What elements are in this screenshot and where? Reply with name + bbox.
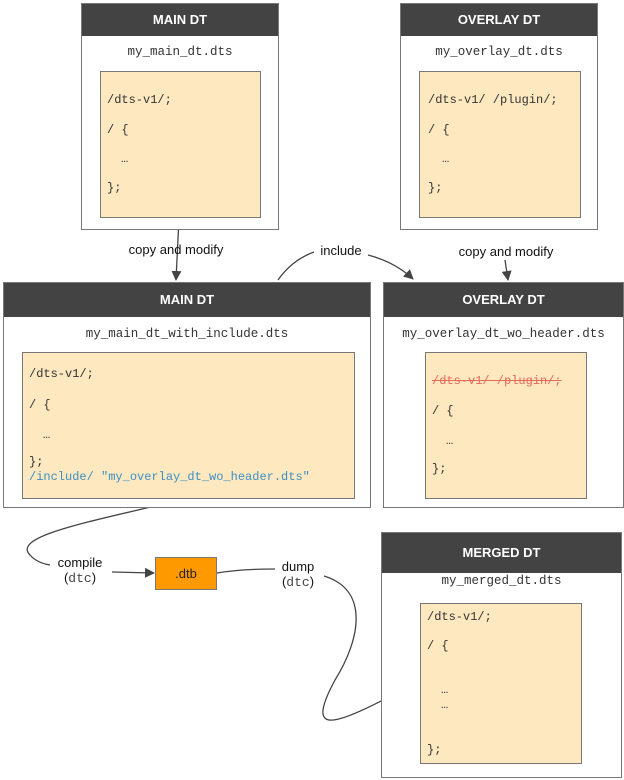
code-line: }; xyxy=(432,462,447,476)
code-line: / { xyxy=(432,404,454,418)
compile-tool-label: (dtc) xyxy=(63,570,97,586)
include-arrow-right xyxy=(367,254,414,280)
tool-name: dtc xyxy=(68,571,92,586)
code-line: … xyxy=(43,428,51,442)
code-line: / { xyxy=(428,123,450,137)
box-title: MAIN DT xyxy=(82,4,278,36)
filename: my_main_dt.dts xyxy=(127,45,233,59)
include-label: include xyxy=(320,243,362,258)
code-line: … xyxy=(441,698,449,712)
compile-arrow xyxy=(111,567,155,578)
code-block: /dts-v1/ /plugin/; / { … }; xyxy=(419,71,581,218)
box-title: MAIN DT xyxy=(4,283,370,317)
code-line: /dts-v1/; xyxy=(427,610,492,624)
code-line: … xyxy=(446,434,454,448)
compile-curve xyxy=(26,497,189,566)
main-dt-box: MAIN DT my_main_dt.dts /dts-v1/; / { … }… xyxy=(81,3,279,230)
box-title: OVERLAY DT xyxy=(401,4,597,36)
code-line: }; xyxy=(29,455,44,469)
compile-label: compile xyxy=(57,555,103,570)
box-title: MERGED DT xyxy=(382,533,621,573)
code-line: … xyxy=(442,152,450,166)
code-line: … xyxy=(121,152,129,166)
include-directive: /include/ "my_overlay_dt_wo_header.dts" xyxy=(29,470,310,484)
code-block: /dts-v1/; / { … }; xyxy=(100,71,261,218)
dump-label: dump xyxy=(281,559,315,574)
merged-dt-box: MERGED DT my_merged_dt.dts /dts-v1/; / {… xyxy=(381,532,622,778)
code-line: }; xyxy=(107,181,122,195)
code-line: … xyxy=(441,683,449,697)
copy-modify-label: copy and modify xyxy=(458,244,554,259)
box-title: OVERLAY DT xyxy=(384,283,623,317)
overlay-dt-box: OVERLAY DT my_overlay_dt.dts /dts-v1/ /p… xyxy=(400,3,598,230)
dump-tool-label: (dtc) xyxy=(281,574,315,590)
code-block: /dts-v1/ /plugin/; / { … }; xyxy=(425,352,587,499)
code-block: /dts-v1/; / { … … }; xyxy=(420,603,582,764)
overlay-dt-wo-header-box: OVERLAY DT my_overlay_dt_wo_header.dts /… xyxy=(383,282,624,508)
code-block: /dts-v1/; / { … }; /include/ "my_overlay… xyxy=(22,352,355,499)
code-line: / { xyxy=(427,639,449,653)
filename: my_overlay_dt.dts xyxy=(435,45,563,59)
copy-modify-label: copy and modify xyxy=(128,242,224,257)
main-dt-include-box: MAIN DT my_main_dt_with_include.dts /dts… xyxy=(3,282,371,508)
dtb-node: .dtb xyxy=(155,557,217,590)
struck-header-line: /dts-v1/ /plugin/; xyxy=(432,374,562,388)
filename: my_overlay_dt_wo_header.dts xyxy=(402,327,605,341)
tool-name: dtc xyxy=(286,575,310,590)
copy-arrow-right xyxy=(501,259,512,281)
code-line: / { xyxy=(29,398,51,412)
dtb-to-dump xyxy=(216,568,276,574)
code-line: }; xyxy=(427,743,442,757)
dump-arrow xyxy=(322,575,419,721)
filename: my_main_dt_with_include.dts xyxy=(85,327,289,341)
code-line: }; xyxy=(428,181,443,195)
code-line: /dts-v1/; xyxy=(29,367,94,381)
code-line: / { xyxy=(107,123,129,137)
code-line: /dts-v1/; xyxy=(107,93,172,107)
code-line: /dts-v1/ /plugin/; xyxy=(428,93,558,107)
filename: my_merged_dt.dts xyxy=(441,574,562,588)
include-arrow-left xyxy=(277,251,315,281)
